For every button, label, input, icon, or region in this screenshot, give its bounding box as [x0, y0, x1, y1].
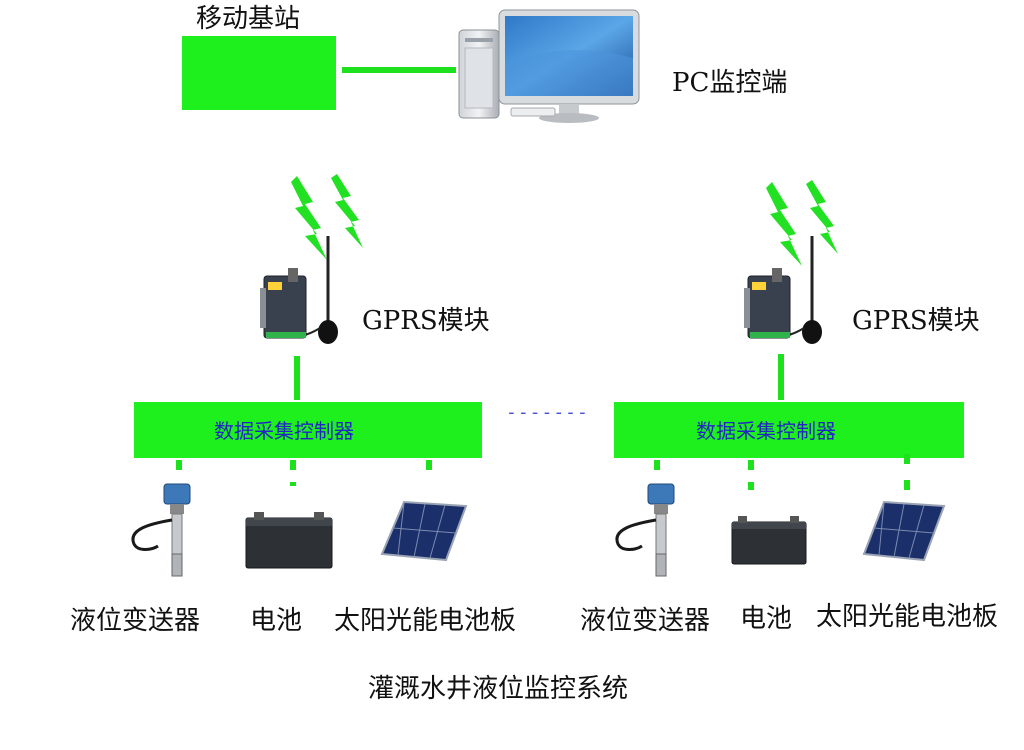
- base-station-label: 移动基站: [196, 4, 301, 34]
- controller-label: 数据采集控制器: [214, 419, 354, 443]
- pc-monitor-icon: [458, 9, 640, 123]
- solar-panel-icon: [380, 500, 468, 562]
- controller-solar-link: [426, 460, 432, 470]
- controller-battery-link: [290, 460, 296, 470]
- controller-battery-link-2-stub: [748, 482, 754, 490]
- controller-battery-link-stub: [290, 482, 296, 486]
- controller-sensor-link: [176, 460, 182, 470]
- gprs-module-icon-2: [744, 236, 822, 344]
- diagram-caption: 灌溉水井液位监控系统: [368, 674, 629, 704]
- wireless-signal-icon-2: [766, 180, 838, 266]
- level-transmitter-icon-2: [615, 483, 675, 577]
- gprs-label: GPRS模块: [362, 306, 490, 336]
- gprs-controller-link: [294, 356, 300, 400]
- pc-label: PC监控端: [672, 68, 788, 98]
- controller-solar-link-2-stub: [904, 480, 910, 490]
- device-label-solar-2: 太阳光能电池板: [816, 602, 999, 632]
- device-label-solar: 太阳光能电池板: [334, 606, 517, 636]
- gprs-label-2: GPRS模块: [852, 306, 980, 336]
- solar-panel-icon-2: [862, 500, 946, 562]
- base-station-box: [182, 36, 336, 110]
- data-acquisition-controller: [134, 402, 482, 458]
- controller-label-2: 数据采集控制器: [696, 419, 836, 443]
- controller-battery-link-2: [748, 460, 754, 470]
- node-separator: -------: [506, 402, 589, 423]
- device-label-transmitter: 液位变送器: [70, 606, 201, 636]
- base-station-pc-link: [342, 67, 456, 73]
- battery-icon-2: [731, 516, 807, 565]
- controller-sensor-link-2: [654, 460, 660, 470]
- gprs-controller-link-2: [778, 354, 784, 400]
- device-label-battery: 电池: [250, 606, 303, 636]
- level-transmitter-icon: [131, 483, 191, 577]
- device-label-battery-2: 电池: [740, 604, 793, 634]
- data-acquisition-controller-2: [614, 402, 964, 458]
- controller-solar-link-2: [904, 454, 910, 464]
- wireless-signal-icon: [291, 174, 363, 260]
- device-label-transmitter-2: 液位变送器: [580, 606, 711, 636]
- gprs-module-icon: [260, 236, 338, 344]
- battery-icon: [245, 512, 333, 569]
